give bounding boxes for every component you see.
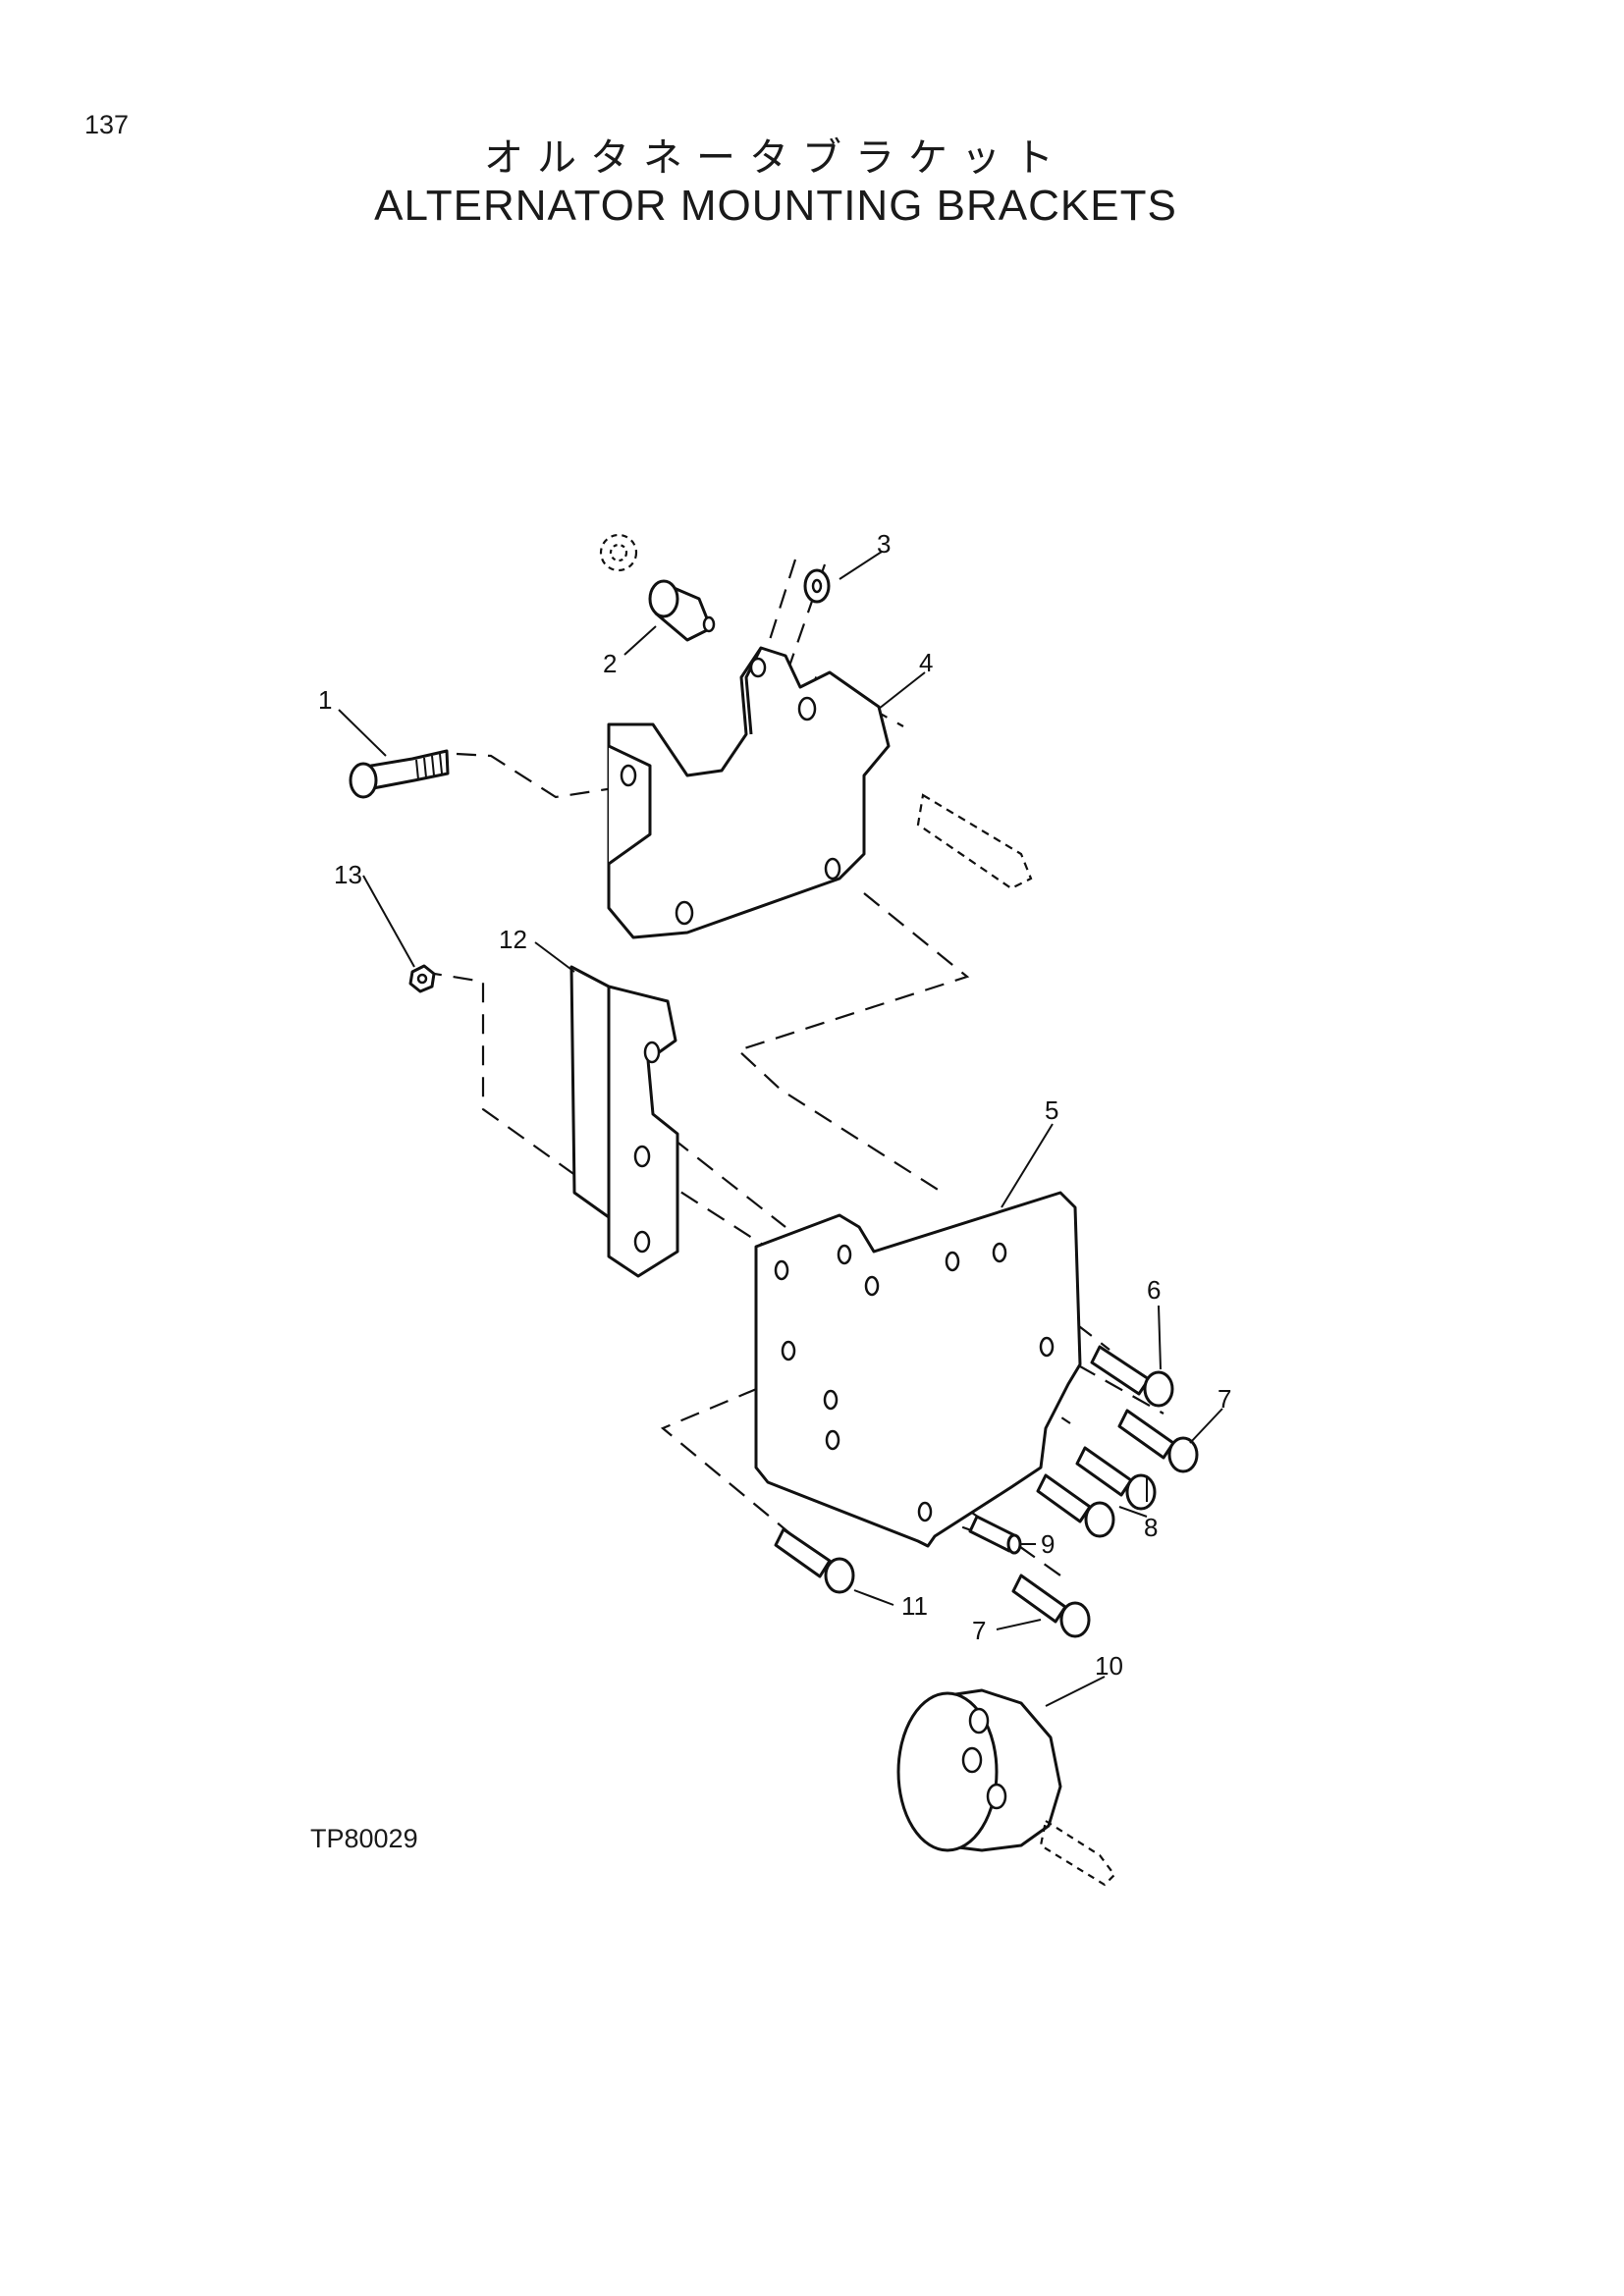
drawing-code: TP80029 xyxy=(310,1824,418,1853)
callout-numbers: 1 2 3 4 5 6 7 8 9 10 11 7 12 13 xyxy=(318,529,1231,1681)
callout-3: 3 xyxy=(877,529,891,559)
part-13-nut[interactable] xyxy=(408,964,436,993)
part-9-pin[interactable] xyxy=(968,1515,1022,1555)
title-english: ALTERNATOR MOUNTING BRACKETS xyxy=(374,182,1177,230)
part-2-spacer[interactable] xyxy=(648,579,716,642)
page-number: 137 xyxy=(84,110,130,139)
part-6-bolt[interactable] xyxy=(1090,1345,1174,1408)
part-3-washer[interactable] xyxy=(803,568,831,604)
part-8-bolts[interactable] xyxy=(1036,1446,1157,1538)
callout-4: 4 xyxy=(919,648,933,677)
part-7-bolt-upper[interactable] xyxy=(1117,1409,1199,1473)
callout-7-lower: 7 xyxy=(972,1616,986,1645)
callout-10: 10 xyxy=(1095,1651,1123,1681)
callout-6: 6 xyxy=(1147,1275,1161,1305)
part-hidden-bolt-upper xyxy=(916,793,1033,890)
callout-13: 13 xyxy=(334,860,362,889)
part-12-angle-bracket[interactable] xyxy=(569,965,679,1278)
callout-11: 11 xyxy=(901,1591,928,1621)
callout-8: 8 xyxy=(1144,1513,1158,1542)
callout-12: 12 xyxy=(499,925,527,954)
callout-7-upper: 7 xyxy=(1218,1384,1231,1414)
title-japanese: オルタネータブラケット xyxy=(484,135,1067,181)
callout-5: 5 xyxy=(1045,1095,1058,1125)
part-4-upper-bracket[interactable] xyxy=(607,646,891,939)
part-11-bolt[interactable] xyxy=(774,1527,855,1594)
leader-lines xyxy=(338,551,1223,1707)
part-nut-dashed xyxy=(599,533,638,572)
callout-1: 1 xyxy=(318,685,332,715)
part-10-pulley-disc[interactable] xyxy=(896,1688,1062,1852)
callout-9: 9 xyxy=(1041,1529,1055,1559)
callout-2: 2 xyxy=(603,649,617,678)
part-7-bolt-lower[interactable] xyxy=(1011,1574,1091,1638)
part-5-main-plate[interactable] xyxy=(754,1191,1082,1548)
part-1-bolt[interactable] xyxy=(349,749,450,799)
part-hidden-bolt-lower xyxy=(1039,1819,1116,1887)
